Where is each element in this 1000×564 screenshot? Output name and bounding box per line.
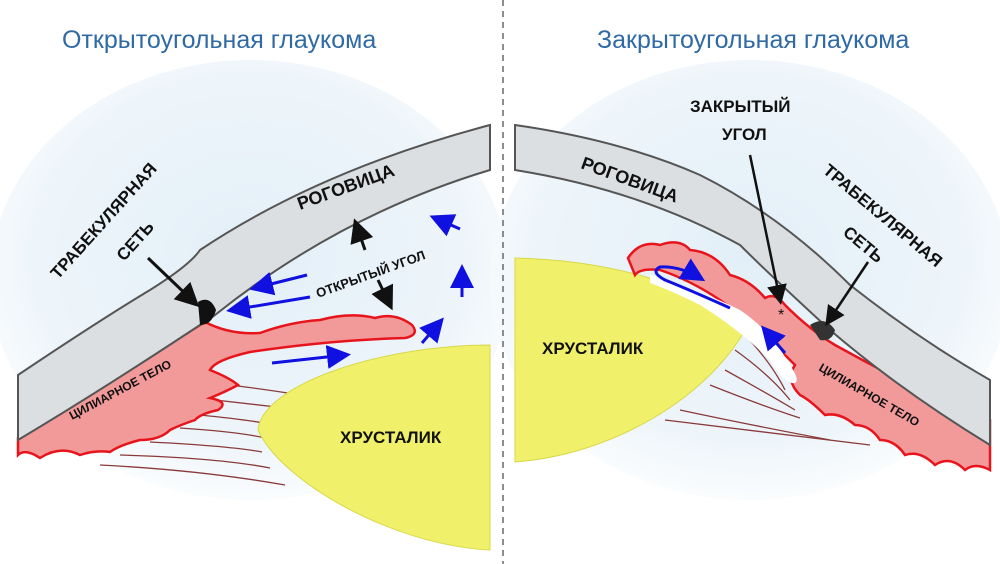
left-flow-arrows [226, 214, 474, 369]
right-cornea [514, 123, 991, 447]
left-lens [257, 344, 491, 551]
right-pointer-arrows [748, 154, 870, 327]
right-angle-label-2: УГОЛ [722, 125, 767, 144]
right-aqueous-channel [650, 275, 797, 384]
left-title: Открытоугольная глаукома [62, 26, 376, 54]
left-angle-arrows [146, 218, 394, 311]
left-ciliary-body [16, 314, 417, 460]
right-flow-arrows [654, 258, 787, 354]
right-angle-label-1: ЗАКРЫТЫЙ [690, 97, 791, 116]
left-lens-label: ХРУСТАЛИК [340, 428, 442, 447]
right-lens-label: ХРУСТАЛИК [542, 339, 644, 358]
right-title: Закрытоугольная глаукома [597, 26, 909, 54]
left-trabecular-meshwork [198, 299, 216, 325]
closed-angle-star: * [778, 307, 784, 324]
